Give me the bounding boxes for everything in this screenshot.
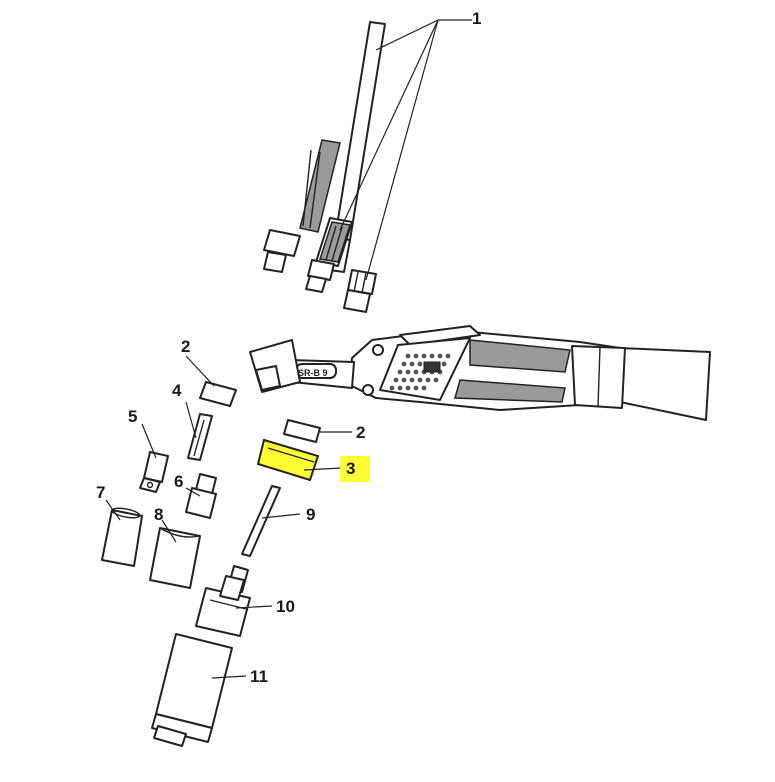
- torch-body: [249, 325, 711, 421]
- label-part-11: 11: [250, 667, 268, 686]
- collet-body-long: [195, 565, 251, 637]
- label-part-9: 9: [306, 505, 316, 524]
- leader-lines: [105, 19, 472, 679]
- back-cap-medium: [305, 217, 353, 293]
- label-part-3: 3: [346, 459, 356, 478]
- nozzle-small: [101, 507, 143, 567]
- nozzle-large: [149, 527, 201, 589]
- gasket-left: [199, 381, 237, 407]
- label-part-8: 8: [154, 505, 164, 524]
- label-part-5: 5: [128, 407, 138, 426]
- label-part-7: 7: [96, 483, 106, 502]
- collet-body-small: [139, 451, 169, 493]
- label-part-6: 6: [174, 472, 184, 491]
- back-cap-short: [343, 269, 377, 313]
- heat-shield: [256, 438, 320, 482]
- ceramic-nozzle-large: [151, 633, 233, 747]
- label-part-2-left: 2: [181, 337, 191, 356]
- collet: [187, 413, 213, 461]
- label-3-highlight: [340, 456, 370, 482]
- collet-body: [185, 473, 217, 519]
- tungsten-electrode: [241, 485, 281, 557]
- label-part-2-right: 2: [356, 423, 366, 442]
- back-cap-long: [263, 21, 386, 273]
- label-part-1: 1: [472, 9, 482, 28]
- torch-marking: SR-B 9: [298, 368, 328, 378]
- label-part-10: 10: [276, 597, 295, 616]
- gasket-right: [283, 419, 321, 443]
- label-part-4: 4: [172, 381, 182, 400]
